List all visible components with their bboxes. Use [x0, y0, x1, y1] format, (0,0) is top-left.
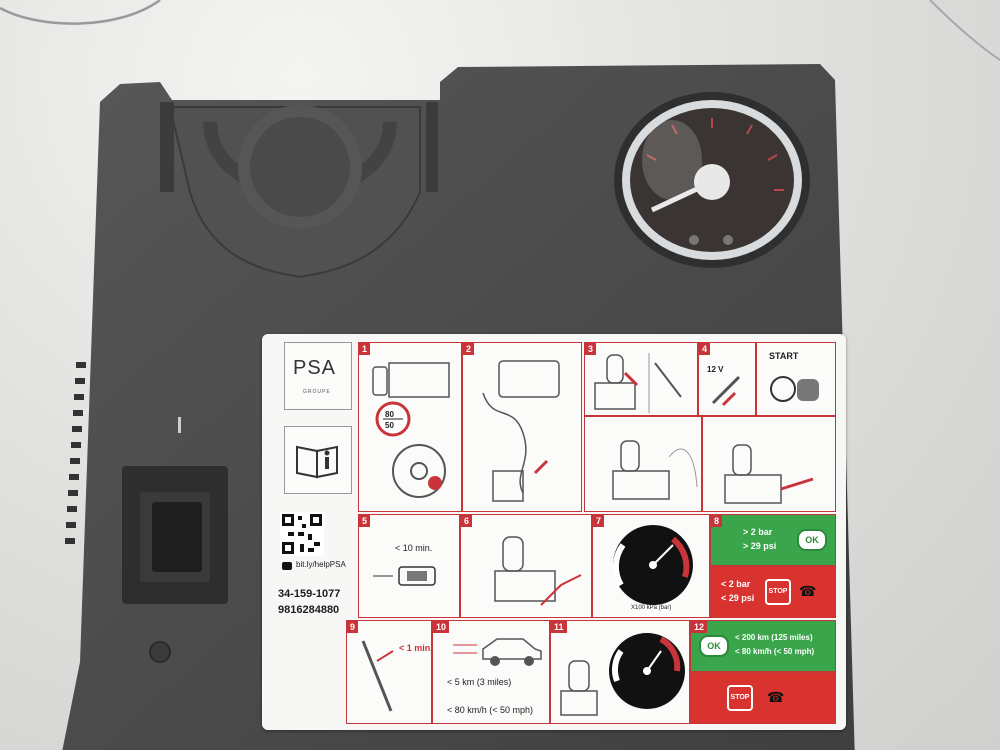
low-bar-label: < 2 bar: [721, 579, 751, 589]
step-number: 4: [699, 343, 711, 355]
step-number: 9: [347, 621, 359, 633]
gauge-unit-label: X100 kPa (bar): [631, 605, 672, 611]
ok-badge: OK: [699, 635, 729, 657]
step-number: 7: [593, 515, 605, 527]
step-12-stop-panel: STOP ☎: [690, 672, 836, 724]
compressor-hose-icon: [482, 360, 560, 502]
pressure-gauge: [614, 92, 810, 268]
step-2-panel: 2: [462, 342, 582, 512]
ok-psi-label: > 29 psi: [743, 541, 777, 551]
info-panel: [284, 426, 352, 494]
inflating-icon: [494, 536, 582, 606]
ignition-icon: [770, 376, 819, 402]
inflate-time-label: < 10 min.: [395, 543, 433, 553]
step-3b-panel: [584, 416, 702, 512]
step-3-panel: 3: [584, 342, 698, 416]
step-6-panel: 6: [460, 514, 592, 618]
step-number: 10: [433, 621, 450, 633]
step-number: 1: [359, 343, 371, 355]
step-10-panel: 10 < 5 km (3 miles) < 80 km/h (< 50 mph): [432, 620, 550, 724]
step-8-ok-panel: 8 > 2 bar > 29 psi OK: [710, 514, 836, 566]
step-number: 8: [711, 515, 723, 527]
stop-time-label: < 1 min.: [399, 643, 432, 653]
step-number: 5: [359, 515, 371, 527]
low-psi-label: < 29 psi: [721, 593, 755, 603]
recheck-gauge-icon: [560, 633, 685, 716]
step-number: 12: [691, 621, 708, 633]
voltage-label: 12 V: [707, 365, 724, 374]
step-5-panel: 5 < 10 min.: [358, 514, 460, 618]
brand-panel: PSA GROUPE: [284, 342, 352, 410]
ok-badge: OK: [797, 529, 827, 551]
step-1-panel: 1 80 50: [358, 342, 462, 512]
step-11-panel: 11: [550, 620, 690, 724]
part-code-2: 9816284880: [278, 604, 340, 616]
disconnect-icon: [361, 640, 394, 712]
step-9-panel: 9 < 1 min.: [346, 620, 432, 724]
book-info-icon: [296, 445, 338, 479]
tow-truck-icon: ☎: [799, 583, 817, 599]
ok-bar-label: > 2 bar: [743, 527, 773, 537]
brand-logo-text: PSA: [293, 357, 337, 379]
step-12-ok-panel: 12 OK < 200 km (125 miles) < 80 km/h (< …: [690, 620, 836, 672]
distance-label: < 5 km (3 miles): [447, 677, 512, 687]
help-link: bit.ly/helpPSA: [296, 560, 346, 569]
car-trunk-icon: [372, 362, 450, 498]
speed-sign-top: 80: [385, 410, 394, 419]
start-panel: START: [756, 342, 836, 416]
start-label: START: [769, 351, 799, 361]
brand-sub-text: GROUPE: [303, 389, 331, 395]
plug-icon: [711, 375, 741, 407]
play-icon: [282, 562, 292, 570]
tow-truck-icon: ☎: [767, 689, 785, 705]
step-number: 6: [461, 515, 473, 527]
qr-code-icon: [280, 512, 324, 556]
sealant-bottle-icon: [594, 353, 682, 413]
switch-icon: [373, 566, 436, 586]
step-number: 3: [585, 343, 597, 355]
speed-limit-label: < 80 km/h (< 50 mph): [447, 705, 534, 715]
step-8-stop-panel: < 2 bar < 29 psi STOP ☎: [710, 566, 836, 618]
range-speed-label: < 80 km/h (< 50 mph): [735, 647, 815, 656]
step-number: 11: [551, 621, 567, 633]
range-km-label: < 200 km (125 miles): [735, 633, 813, 642]
part-code-1: 34-159-1077: [278, 588, 341, 600]
stop-sign: STOP: [765, 579, 791, 605]
wheel-valve-icon: [724, 444, 814, 504]
speed-sign-bottom: 50: [385, 421, 394, 430]
step-4b-panel: [702, 416, 836, 512]
step-4-panel: 4 12 V: [698, 342, 756, 416]
step-7-panel: 7 X100 kPa (bar): [592, 514, 710, 618]
car-driving-icon: [453, 638, 542, 666]
wheel-connection-icon: [612, 440, 698, 500]
gauge-dial-icon: [612, 525, 693, 605]
step-number: 2: [463, 343, 475, 355]
instruction-sticker: PSA GROUPE bit.ly/helpPSA 34-159-1077 98…: [262, 334, 846, 730]
stop-sign: STOP: [727, 685, 753, 711]
